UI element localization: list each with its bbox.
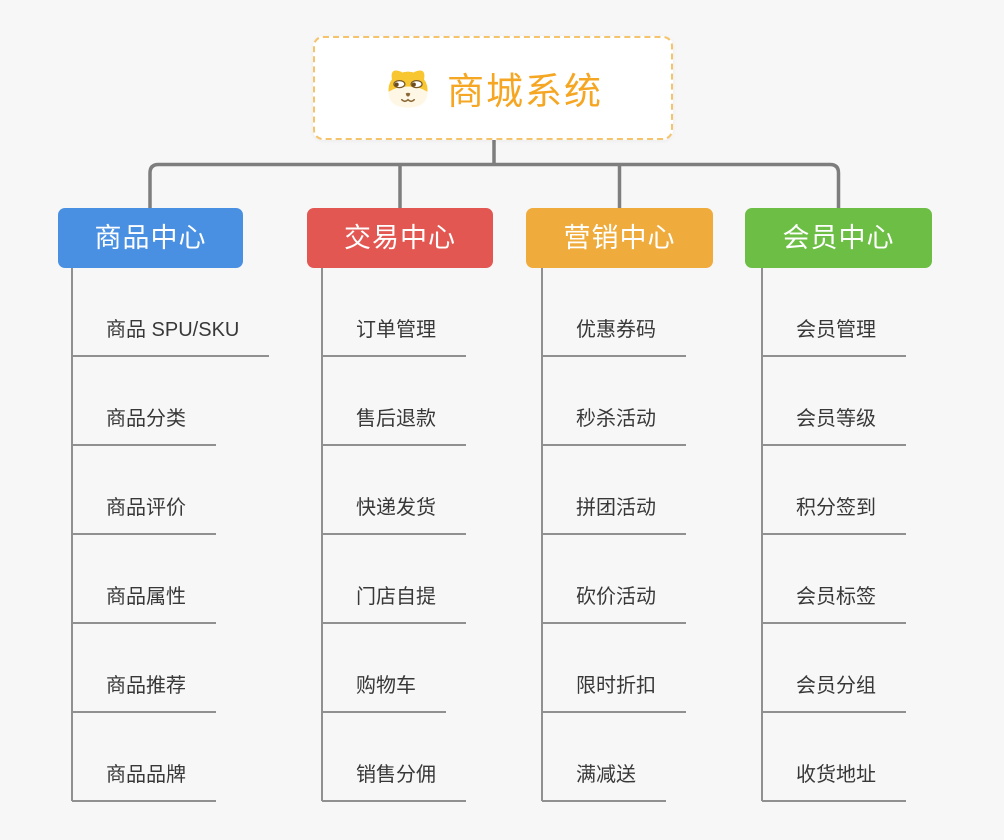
leaf-node[interactable]: 会员管理 (762, 317, 906, 357)
leaf-node[interactable]: 拼团活动 (542, 495, 686, 535)
leaf-node[interactable]: 优惠券码 (542, 317, 686, 357)
leaf-node[interactable]: 门店自提 (322, 584, 466, 624)
leaf-node[interactable]: 快递发货 (322, 495, 466, 535)
root-node[interactable]: 商城系统 (313, 36, 673, 140)
leaf-node[interactable]: 会员标签 (762, 584, 906, 624)
leaf-node[interactable]: 订单管理 (322, 317, 466, 357)
shiba-dog-face-icon (388, 70, 428, 108)
leaf-node[interactable]: 商品 SPU/SKU (72, 317, 270, 357)
leaf-node[interactable]: 商品分类 (72, 406, 216, 446)
leaf-node[interactable]: 售后退款 (322, 406, 466, 446)
branch-node-trade-center[interactable]: 交易中心 (307, 208, 493, 268)
branch-node-member-center[interactable]: 会员中心 (745, 208, 932, 268)
leaf-node[interactable]: 满减送 (542, 762, 666, 802)
leaf-node[interactable]: 商品推荐 (72, 673, 216, 713)
leaf-node[interactable]: 秒杀活动 (542, 406, 686, 446)
leaf-node[interactable]: 积分签到 (762, 495, 906, 535)
leaf-node[interactable]: 收货地址 (762, 762, 906, 802)
leaf-node[interactable]: 商品属性 (72, 584, 216, 624)
leaf-node[interactable]: 砍价活动 (542, 584, 686, 624)
leaf-node[interactable]: 销售分佣 (322, 762, 466, 802)
leaf-node[interactable]: 会员分组 (762, 673, 906, 713)
branch-node-product-center[interactable]: 商品中心 (58, 208, 243, 268)
leaf-node[interactable]: 商品品牌 (72, 762, 216, 802)
root-node-title: 商城系统 (447, 71, 603, 112)
leaf-node[interactable]: 商品评价 (72, 495, 216, 535)
branch-node-marketing-center[interactable]: 营销中心 (526, 208, 713, 268)
leaf-node[interactable]: 会员等级 (762, 406, 906, 446)
leaf-node[interactable]: 限时折扣 (542, 673, 686, 713)
leaf-node[interactable]: 购物车 (322, 673, 446, 713)
